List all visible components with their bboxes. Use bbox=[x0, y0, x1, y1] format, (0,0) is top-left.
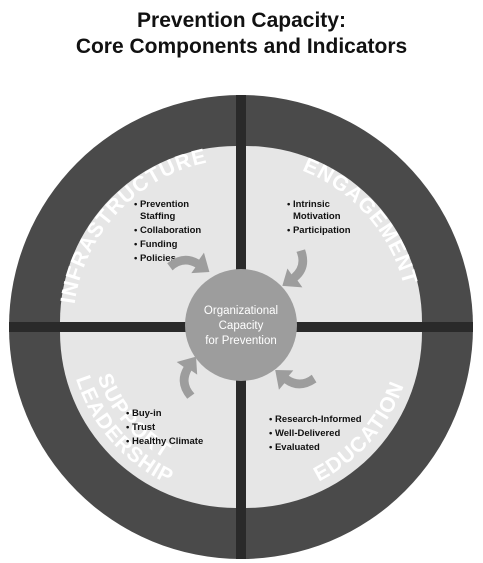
list-item: • Policies bbox=[134, 253, 176, 264]
arrow-icon bbox=[176, 356, 198, 399]
list-item: • Intrinsic bbox=[287, 199, 330, 210]
leadership-bullets: • Buy-in • Trust • Healthy Climate bbox=[126, 408, 203, 447]
list-item: • Research-Informed bbox=[269, 414, 362, 425]
list-item: Staffing bbox=[140, 211, 176, 222]
center-circle bbox=[185, 269, 297, 381]
diagram-title: Prevention Capacity: Core Components and… bbox=[0, 8, 483, 60]
cycle-arrows bbox=[167, 249, 317, 399]
education-bullets: • Research-Informed • Well-Delivered • E… bbox=[269, 414, 362, 453]
list-item: • Prevention bbox=[134, 199, 189, 210]
infrastructure-bullets: • Prevention Staffing • Collaboration • … bbox=[134, 199, 201, 264]
list-item: • Healthy Climate bbox=[126, 436, 203, 447]
list-item: • Trust bbox=[126, 422, 156, 433]
list-item: Motivation bbox=[293, 211, 341, 222]
arrow-icon bbox=[275, 369, 317, 390]
title-line-2: Core Components and Indicators bbox=[75, 35, 408, 58]
list-item: • Participation bbox=[287, 225, 351, 236]
center-line-1: Organizational bbox=[204, 305, 278, 317]
center-line-3: for Prevention bbox=[205, 335, 277, 347]
title-line-1: Prevention Capacity: bbox=[137, 9, 346, 32]
list-item: • Evaluated bbox=[269, 442, 320, 453]
quadrant-leadership bbox=[60, 332, 236, 508]
list-item: • Collaboration bbox=[134, 225, 201, 236]
arrow-icon bbox=[282, 249, 308, 288]
list-item: • Well-Delivered bbox=[269, 428, 340, 439]
engagement-bullets: • Intrinsic Motivation • Participation bbox=[287, 199, 351, 236]
center-line-2: Capacity bbox=[219, 320, 264, 332]
quadrant-education bbox=[246, 332, 422, 508]
arrow-icon bbox=[167, 252, 210, 274]
list-item: • Buy-in bbox=[126, 408, 162, 419]
list-item: • Funding bbox=[134, 239, 178, 250]
quadrant-infrastructure bbox=[60, 146, 236, 322]
